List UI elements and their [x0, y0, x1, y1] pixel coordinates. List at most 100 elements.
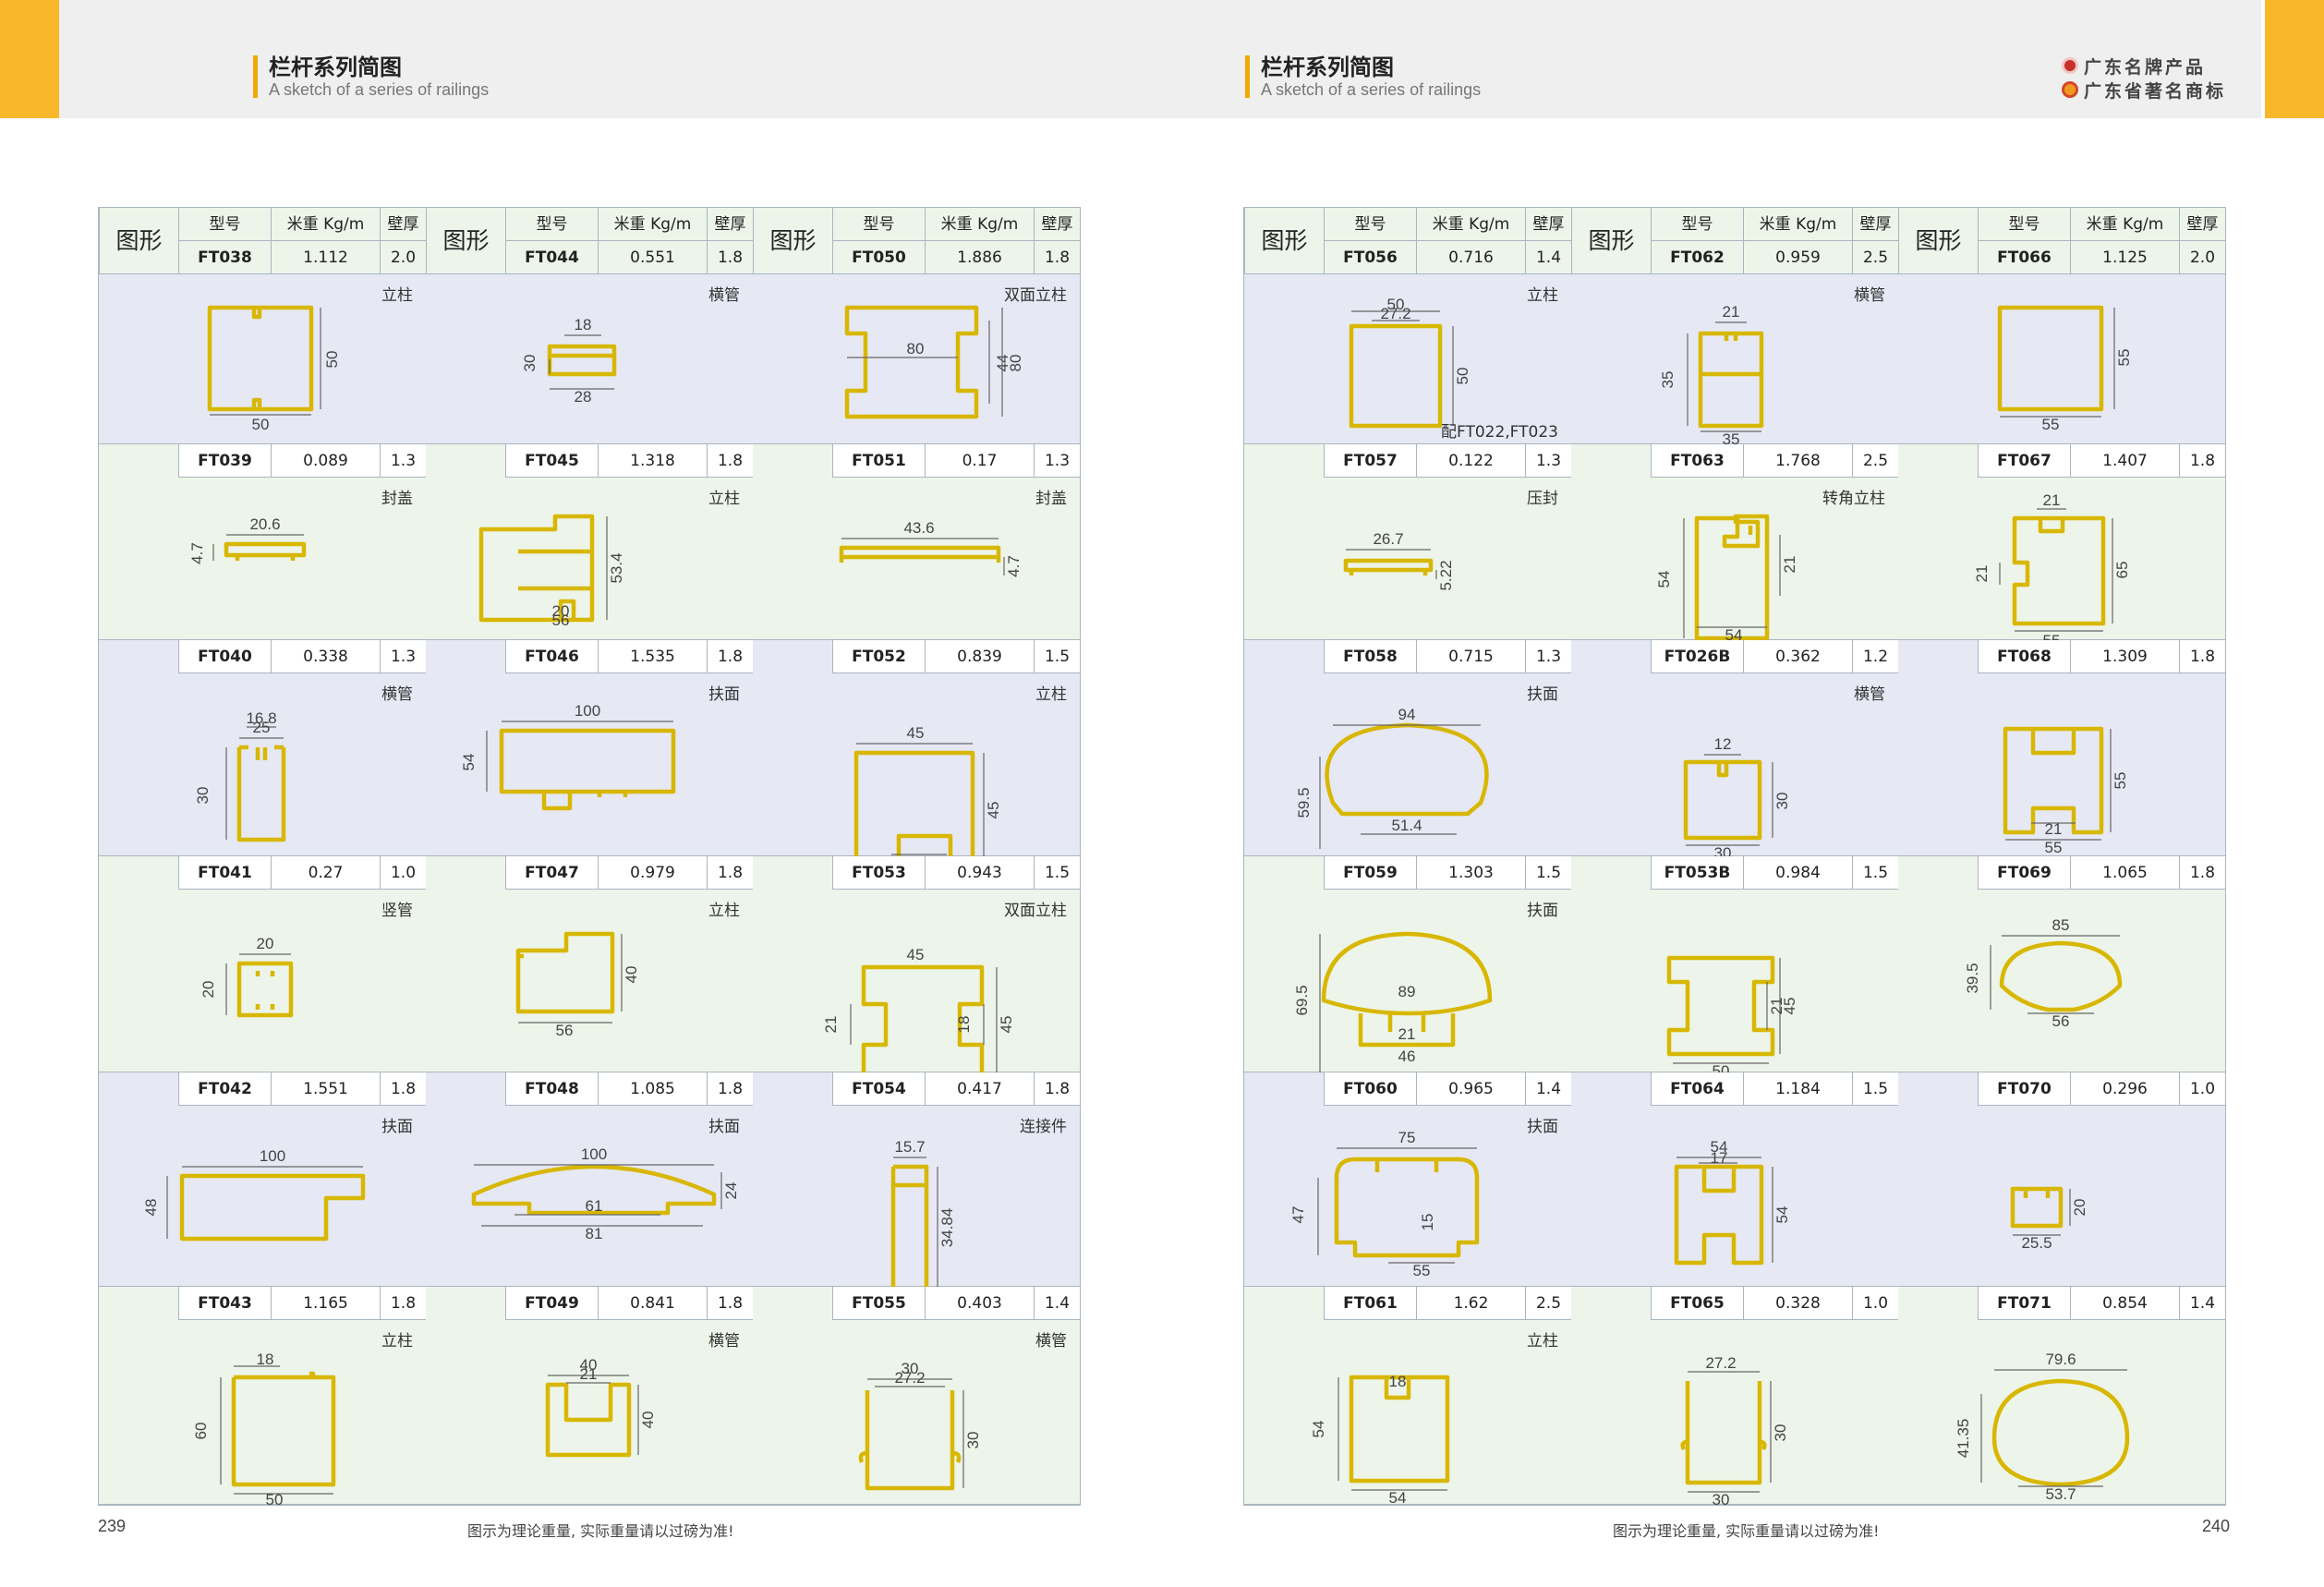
dimension-label: 50 — [266, 1491, 284, 1508]
profile-type: 双面立柱 — [1004, 286, 1067, 305]
profile-thickness: 1.8 — [380, 1287, 426, 1320]
dimension-label: 26.7 — [1373, 530, 1403, 548]
profile-thickness: 1.3 — [380, 444, 426, 478]
profile-weight: 0.716 — [1416, 241, 1525, 274]
profile-header: FT041 0.27 1.0 — [99, 856, 426, 890]
profile-header: FT046 1.535 1.8 — [426, 640, 753, 673]
profile-header: FT052 0.839 1.5 — [753, 640, 1080, 673]
profile-header: FT053B 0.984 1.5 — [1571, 856, 1898, 890]
profile-type: 立柱 — [381, 1332, 413, 1351]
profile-header: FT040 0.338 1.3 — [99, 640, 426, 673]
dimension-label: 54 — [1655, 571, 1673, 588]
dimension-label: 100 — [575, 702, 600, 720]
profile-weight: 0.403 — [925, 1287, 1034, 1320]
dimension-label: 30 — [521, 355, 539, 372]
dimension-label: 79.6 — [2045, 1351, 2076, 1368]
dimension-label: 21 — [1398, 1025, 1416, 1043]
profile-thickness: 1.8 — [380, 1072, 426, 1106]
figure-label: 图形 — [753, 208, 832, 274]
profile-code: FT066 — [1978, 241, 2070, 274]
dimension-label: 18 — [955, 1016, 973, 1034]
dimension-label: 55 — [2112, 772, 2129, 790]
profile-thickness: 2.5 — [1852, 241, 1898, 274]
profile-header: FT047 0.979 1.8 — [426, 856, 753, 890]
dimension-label: 55 — [2115, 349, 2133, 367]
profile-weight: 1.112 — [271, 241, 380, 274]
profile-weight: 0.362 — [1743, 640, 1852, 673]
profile-weight: 0.979 — [598, 856, 707, 890]
profile-thickness: 2.0 — [2179, 241, 2225, 274]
dimension-label: 47 — [1289, 1206, 1307, 1224]
profile-code: FT065 — [1651, 1287, 1743, 1320]
profile-thickness: 1.4 — [1034, 1287, 1080, 1320]
dimension-label: 5.22 — [1437, 560, 1455, 590]
profile-code: FT056 — [1324, 241, 1416, 274]
page-number-right: 240 — [2202, 1517, 2231, 1535]
profile-header: 图形 型号 米重 Kg/m 壁厚 FT044 0.551 1.8 — [426, 208, 753, 274]
dimension-label: 30 — [902, 1360, 919, 1377]
model-header: 型号 — [1978, 208, 2070, 241]
dimension-label: 34.84 — [938, 1208, 956, 1248]
profile-thickness: 1.8 — [707, 1287, 753, 1320]
figure-label: 图形 — [1571, 208, 1651, 274]
dimension-label: 48 — [142, 1199, 160, 1217]
left-edge-tab — [0, 0, 59, 118]
profile-code: FT026B — [1651, 640, 1743, 673]
dimension-label: 35 — [1659, 371, 1676, 389]
dimension-label: 53.7 — [2045, 1485, 2076, 1503]
profile-thickness: 1.5 — [1852, 1072, 1898, 1106]
dimension-label: 50 — [1387, 296, 1405, 313]
figure-label: 图形 — [99, 208, 178, 274]
profile-header: FT060 0.965 1.4 — [1244, 1072, 1571, 1106]
profile-code: FT047 — [505, 856, 598, 890]
dimension-label: 80 — [1007, 355, 1024, 372]
profile-code: FT052 — [832, 640, 925, 673]
profile-weight: 1.886 — [925, 241, 1034, 274]
profile-drawing: 20.64.7 — [188, 515, 307, 564]
figure-label: 图形 — [426, 208, 505, 274]
profile-weight: 1.535 — [598, 640, 707, 673]
profile-type: 连接件 — [1020, 1118, 1067, 1136]
profile-code: FT057 — [1324, 444, 1416, 478]
trademark-seal-icon — [2062, 81, 2078, 98]
dimension-label: 21 — [1973, 565, 1991, 583]
profile-thickness: 1.3 — [1525, 640, 1571, 673]
profile-type: 扶面 — [381, 1118, 413, 1136]
profile-header: FT042 1.551 1.8 — [99, 1072, 426, 1106]
weight-note-left: 图示为理论重量, 实际重量请以过磅为准! — [467, 1522, 734, 1540]
header-band — [0, 0, 2324, 118]
brand-seal-icon — [2062, 57, 2078, 74]
profile-type: 封盖 — [381, 490, 413, 508]
profile-thickness: 2.5 — [1852, 444, 1898, 478]
dimension-label: 89 — [1398, 983, 1416, 1000]
dimension-label: 21 — [1723, 303, 1740, 321]
dimension-label: 80 — [907, 340, 925, 357]
brand-row-2: 广东省著名商标 — [2062, 78, 2228, 102]
dimension-label: 40 — [639, 1411, 657, 1429]
dimension-label: 55 — [2042, 416, 2060, 433]
dimension-label: 35 — [1723, 430, 1740, 448]
dimension-label: 69.5 — [1293, 985, 1311, 1015]
profile-thickness: 1.8 — [707, 1072, 753, 1106]
dimension-label: 61 — [586, 1197, 603, 1215]
dimension-label: 54 — [1773, 1206, 1791, 1224]
profile-type: 扶面 — [1527, 685, 1558, 704]
